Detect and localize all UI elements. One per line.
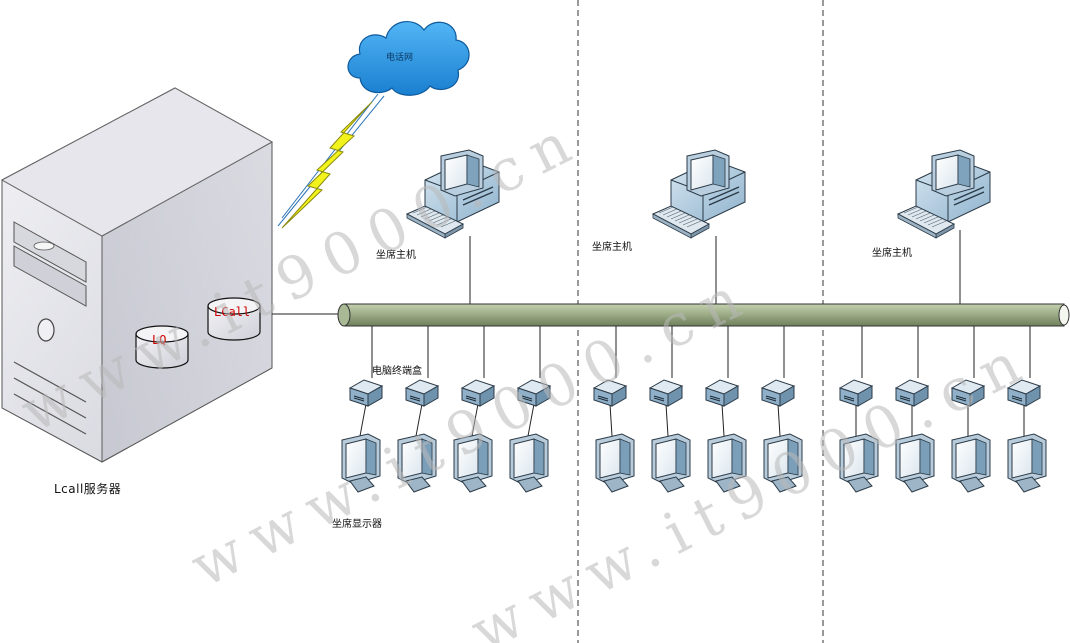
monitor-icon (895, 433, 935, 493)
lightning-icon (281, 101, 373, 229)
monitor-icon (595, 433, 635, 493)
terminal-box-icon (405, 379, 439, 407)
terminal-box-icon (517, 379, 551, 407)
monitor-icon (341, 433, 381, 493)
terminal-box-icon (1007, 379, 1041, 407)
monitor-icon (453, 433, 493, 493)
monitor-icon (707, 433, 747, 493)
terminal-box-icon (649, 379, 683, 407)
monitor-icon (651, 433, 691, 493)
terminal-box-icon (705, 379, 739, 407)
terminal-box-icon (593, 379, 627, 407)
terminal-box-icon (839, 379, 873, 407)
monitor-icon (397, 433, 437, 493)
cloud-label: 电话网 (386, 53, 414, 63)
desktop-computer-icon (406, 149, 500, 239)
server-label: Lcall服务器 (54, 482, 122, 496)
terminal-box-icon (461, 379, 495, 407)
host-label-1: 坐席主机 (376, 250, 416, 261)
monitor-icon (839, 433, 879, 493)
terminal-box-label: 电脑终端盒 (372, 366, 422, 377)
host-label-3: 坐席主机 (872, 248, 912, 259)
desktop-computer-icon (897, 149, 991, 239)
network-bus (337, 303, 1070, 327)
cloud-icon (347, 21, 470, 96)
database-label-lq: LQ (152, 333, 167, 347)
monitor-icon (509, 433, 549, 493)
host-label-2: 坐席主机 (592, 242, 632, 253)
monitor-icon (1007, 433, 1047, 493)
monitor-label: 坐席显示器 (332, 519, 382, 530)
server-tower-icon (0, 87, 274, 463)
monitor-icon (763, 433, 803, 493)
drop-lines (359, 326, 1031, 437)
database-label-lcall: LCall (214, 305, 251, 319)
terminal-box-icon (895, 379, 929, 407)
terminal-box-icon (951, 379, 985, 407)
monitor-icon (951, 433, 991, 493)
terminal-box-icon (349, 379, 383, 407)
terminal-box-icon (761, 379, 795, 407)
desktop-computer-icon (652, 149, 746, 239)
